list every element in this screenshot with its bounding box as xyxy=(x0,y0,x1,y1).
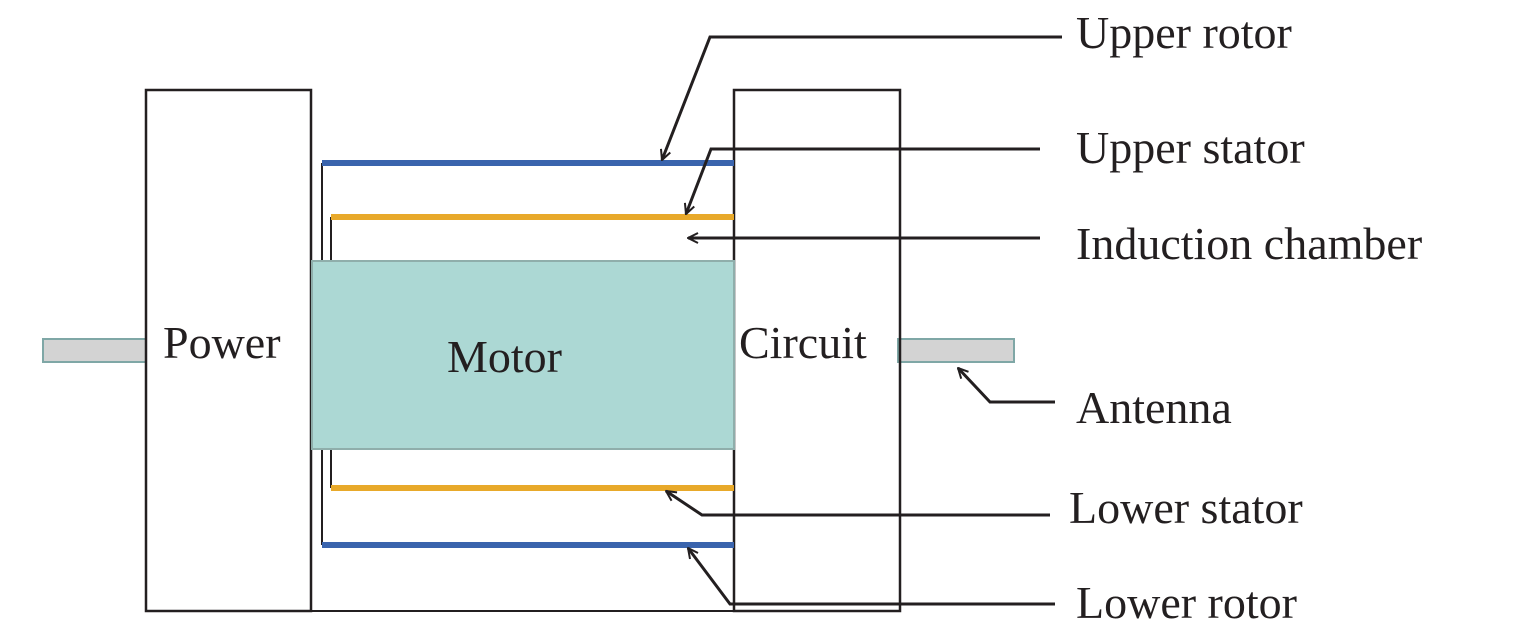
right-antenna xyxy=(897,338,1015,363)
lower-rotor-label: Lower rotor xyxy=(1076,577,1297,628)
left-antenna xyxy=(42,338,148,363)
lower-stator-label: Lower stator xyxy=(1069,482,1303,533)
motor-block xyxy=(311,260,735,450)
circuit-label: Circuit xyxy=(739,317,867,368)
power-label: Power xyxy=(163,317,281,368)
motor-label: Motor xyxy=(447,331,562,382)
lower-stator-leader xyxy=(666,489,1050,517)
power-block xyxy=(144,88,313,613)
upper-rotor-label: Upper rotor xyxy=(1076,7,1292,58)
upper-stator-label: Upper stator xyxy=(1076,122,1305,173)
lower-rotor-leader xyxy=(688,548,1055,606)
upper-rotor-leader xyxy=(662,35,1062,160)
antenna-label: Antenna xyxy=(1076,382,1232,433)
upper-stator-leader xyxy=(686,147,1040,214)
antenna-leader xyxy=(958,368,1055,404)
induction-chamber-label: Induction chamber xyxy=(1076,218,1422,269)
